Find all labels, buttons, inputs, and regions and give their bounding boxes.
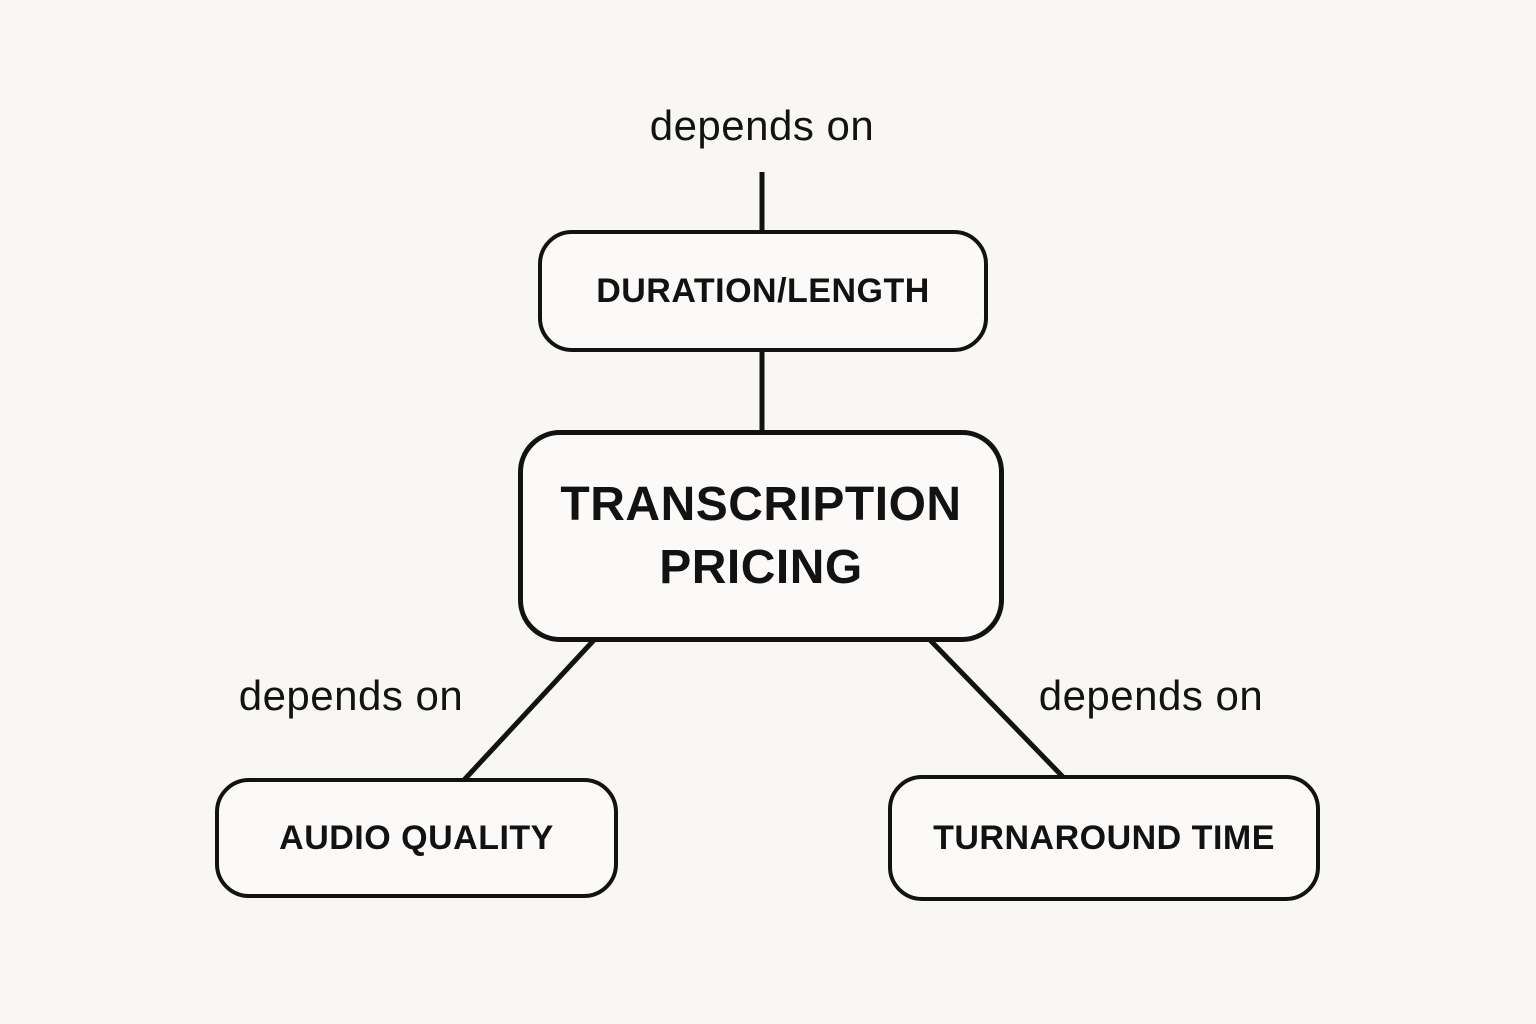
node-audio-quality: AUDIO QUALITY (215, 778, 618, 898)
node-transcription-pricing: TRANSCRIPTION PRICING (518, 430, 1004, 642)
edge-label-depends-on-top: depends on (649, 102, 875, 149)
edge-label-depends-on-right: depends on (1038, 672, 1264, 719)
edge-center-to-bottom-left (462, 638, 596, 782)
node-audio-quality-label: AUDIO QUALITY (279, 818, 554, 857)
node-duration-length: DURATION/LENGTH (538, 230, 988, 352)
node-turnaround-time-label: TURNAROUND TIME (933, 818, 1275, 857)
edge-label-depends-on-left: depends on (238, 672, 464, 719)
node-transcription-pricing-label: TRANSCRIPTION PRICING (560, 477, 962, 594)
node-duration-length-label: DURATION/LENGTH (596, 271, 930, 310)
node-turnaround-time: TURNAROUND TIME (888, 775, 1320, 901)
edge-center-to-bottom-right (928, 638, 1066, 780)
